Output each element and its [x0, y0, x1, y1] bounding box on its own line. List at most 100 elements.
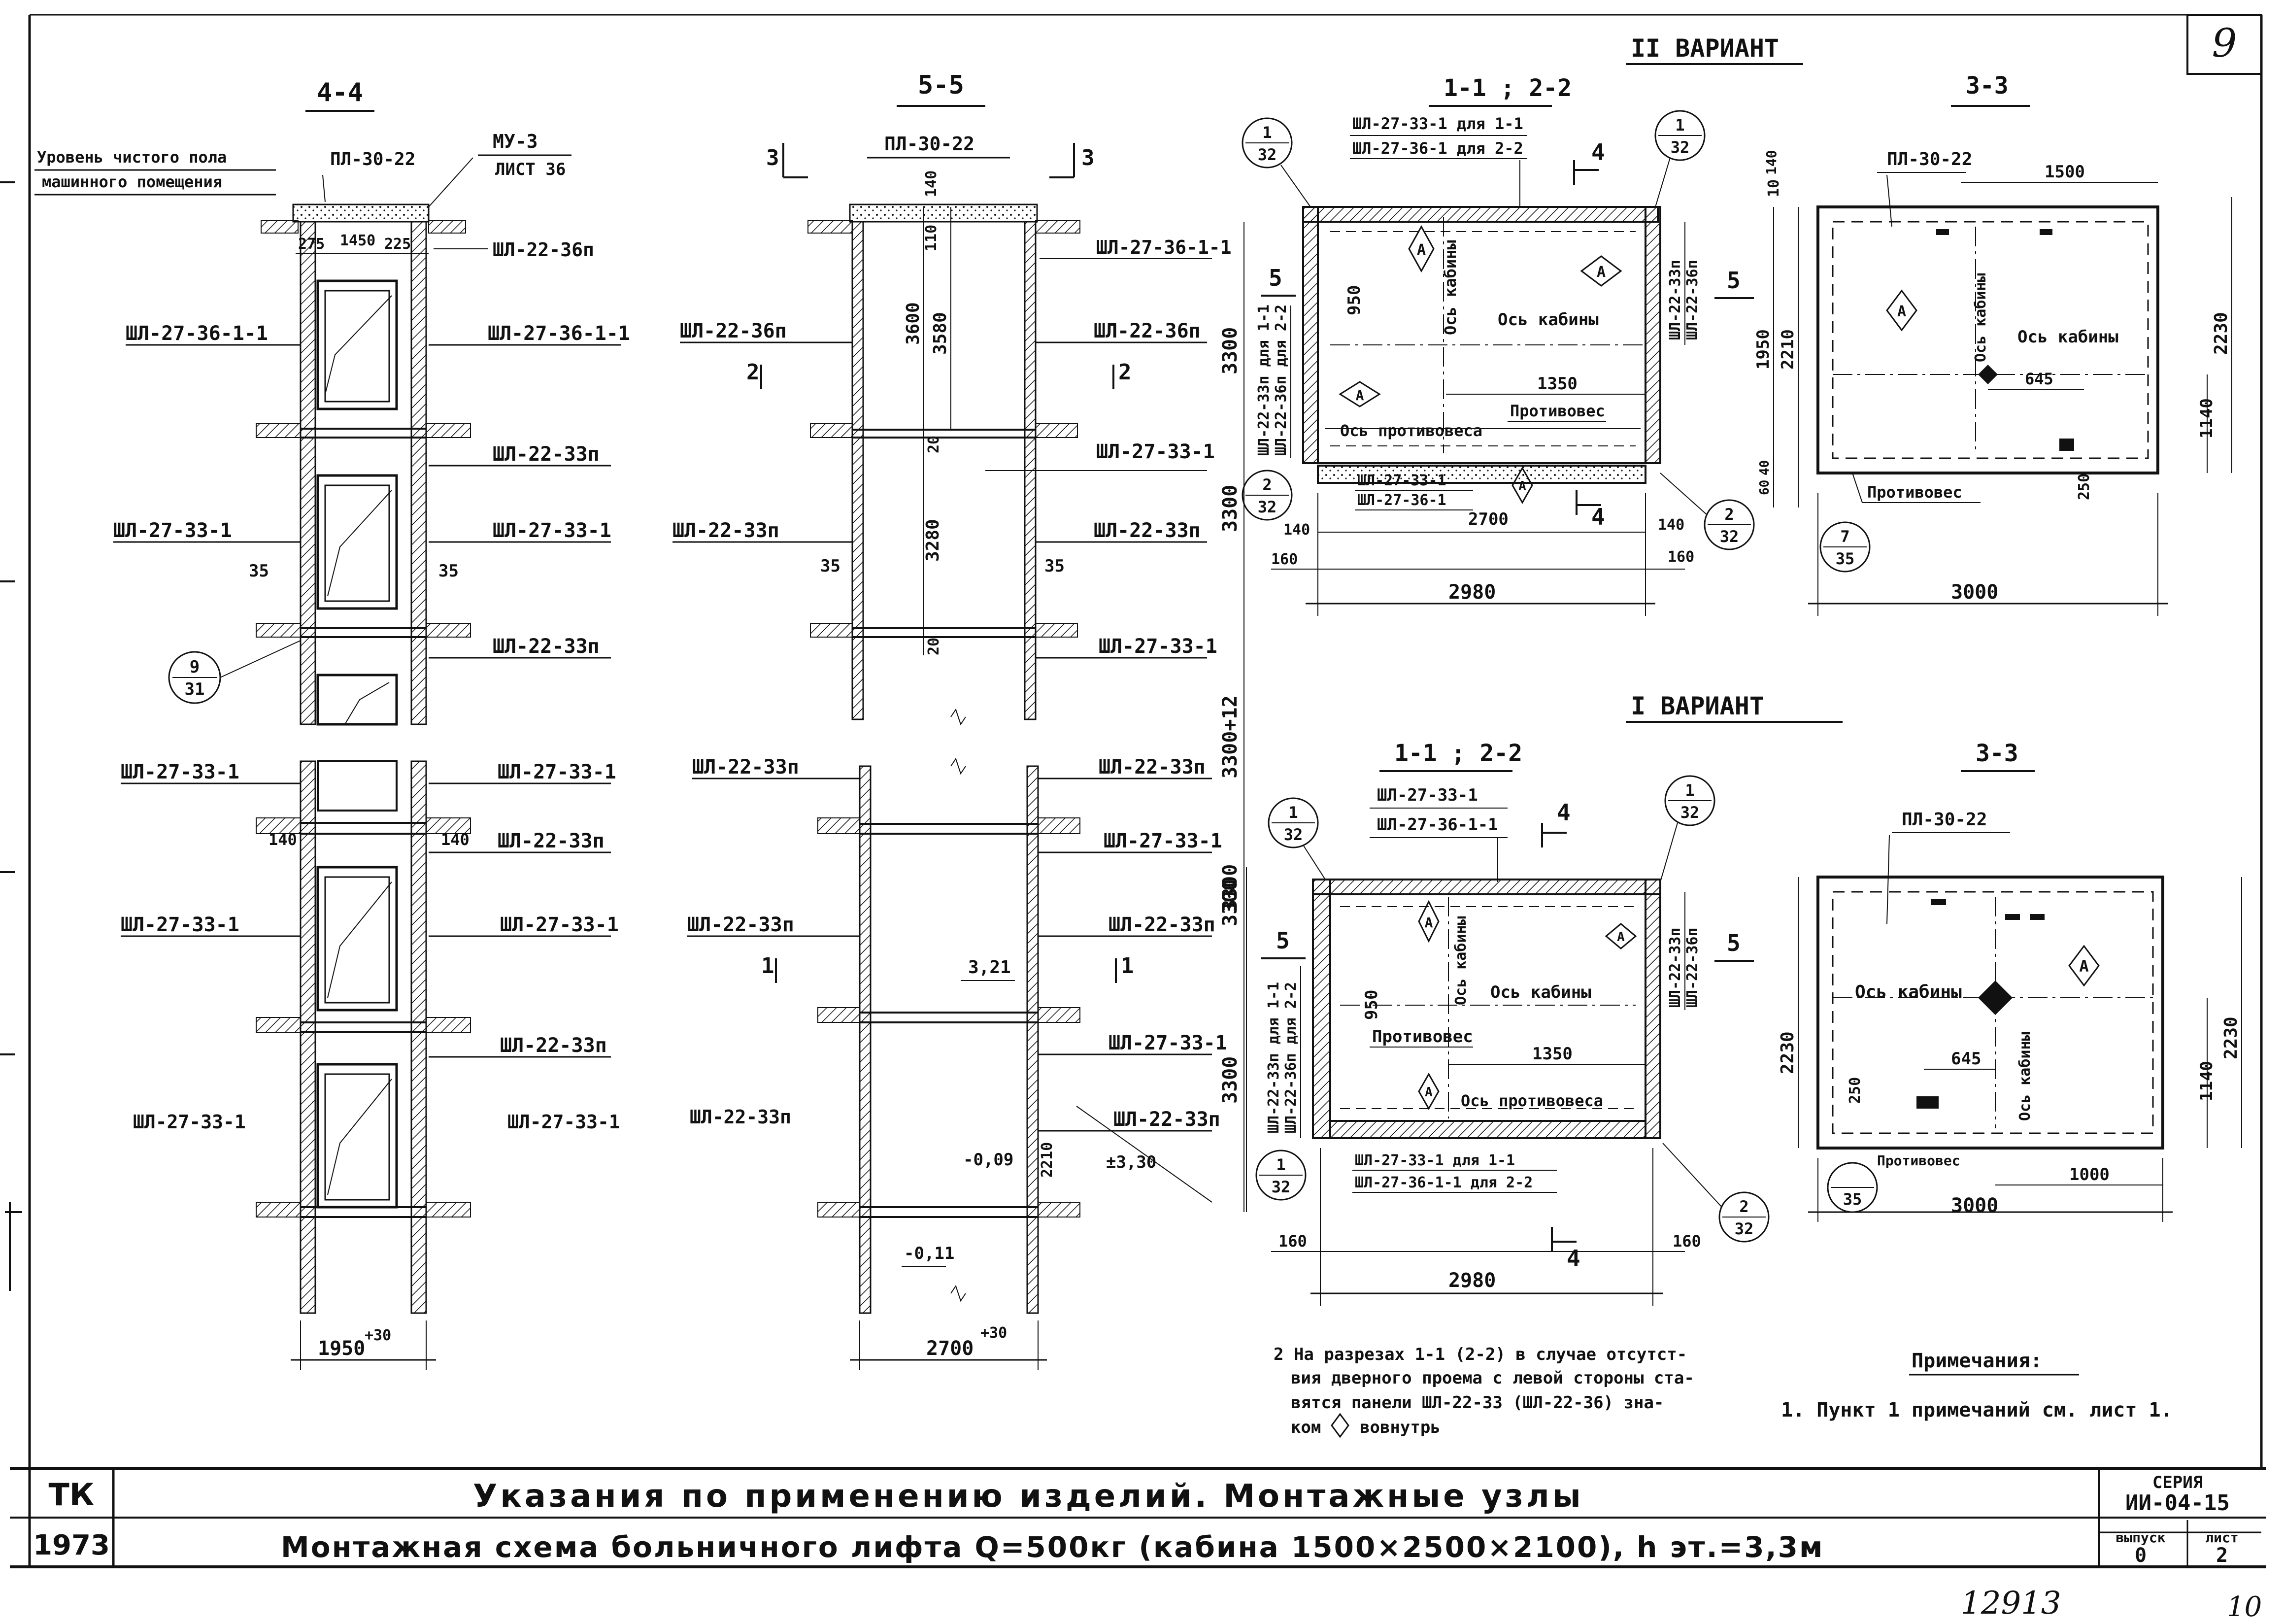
top-label-1: ШЛ-27-33-1 — [1377, 785, 1478, 805]
ref3-den: 32 — [1272, 1178, 1291, 1196]
section-4-4-title: 4-4 — [317, 78, 363, 107]
plan-v1-3-3: 3-3 ПЛ-30-22 А Ось кабины Ось кабины 645… — [1778, 740, 2242, 1222]
label-r3: ШЛ-22-33п — [1094, 519, 1201, 542]
dim-35-right: 35 — [438, 561, 459, 581]
mark-4-top: 4 — [1591, 139, 1605, 166]
cw-label: Противовес — [1867, 483, 1962, 502]
floor-level-label-2: машинного помещения — [42, 172, 222, 191]
label-l2: ШЛ-22-33п — [672, 519, 779, 542]
top-label-2: ШЛ-27-36-1-1 — [1377, 815, 1498, 835]
cab-axis-vert: Ось кабины — [1452, 916, 1470, 1005]
mark-1-right: 1 — [1121, 953, 1134, 979]
top-panel: ПЛ-30-22 — [1902, 810, 1987, 830]
marker-a-2: А — [1617, 930, 1625, 945]
series-label: СЕРИЯ — [2152, 1473, 2203, 1492]
note2-line4: ком — [1291, 1418, 1321, 1437]
dim-645: 645 — [1951, 1049, 1981, 1069]
dim-140-b: 140 — [1658, 516, 1684, 534]
dim-160-b: 160 — [1668, 548, 1694, 566]
vert-3300-b: 3300 — [1219, 485, 1242, 532]
label-l1: ШЛ-22-36п — [680, 320, 787, 342]
dim-2230-a: 2230 — [1778, 1031, 1798, 1074]
dim-140: 140 — [923, 170, 940, 197]
label-l4: ШЛ-22-33п — [687, 914, 794, 936]
cab-axis-horiz: Ось кабины — [1498, 310, 1599, 330]
dim-1350: 1350 — [1537, 374, 1578, 394]
label-p7-right: ШЛ-22-33п — [500, 1034, 607, 1057]
ref1-num: 1 — [1288, 803, 1298, 822]
dim-950: 950 — [1344, 285, 1364, 315]
mark-1-left: 1 — [761, 953, 774, 979]
label-r5: ШЛ-22-33п — [1099, 756, 1206, 778]
label-l3: ШЛ-22-33п — [692, 756, 799, 778]
label-r6: ШЛ-27-33-1 — [1104, 830, 1222, 852]
mu-label: МУ-3 — [493, 131, 538, 152]
level-3-30: ±3,30 — [1106, 1152, 1156, 1172]
marker-a-2: А — [1597, 264, 1606, 281]
label-r9: ШЛ-22-33п — [1113, 1108, 1220, 1131]
label-p2-right: ШЛ-22-33п — [493, 443, 600, 466]
bottom-label-1: ШЛ-27-33-1 для 1-1 — [1355, 1152, 1515, 1169]
title-line-2: Монтажная схема больничного лифта Q=500к… — [281, 1530, 1824, 1564]
dim-110: 110 — [923, 225, 940, 251]
ref3-num: 2 — [1262, 475, 1272, 494]
marker-a-1: А — [1417, 241, 1426, 259]
notes: 2 На разрезах 1-1 (2-2) в случае отсутст… — [1274, 1345, 2173, 1438]
section-4-4: 4-4 Уровень чистого пола машинного помещ… — [34, 78, 630, 1370]
label-p1-left: ШЛ-27-36-1-1 — [126, 322, 268, 345]
mark-4-bottom: 4 — [1567, 1245, 1580, 1272]
dim-2210: 2210 — [1039, 1142, 1056, 1178]
top-panel: ПЛ-30-22 — [1887, 149, 1972, 169]
dim-35-right: 35 — [1044, 556, 1065, 576]
ref1-den: 32 — [1258, 145, 1277, 164]
level-3-21: 3,21 — [968, 957, 1011, 978]
mark-5-right: 5 — [1727, 930, 1741, 956]
ref2-num: 1 — [1675, 116, 1684, 135]
dim-140-left: 140 — [269, 830, 297, 849]
label-p2-left: ШЛ-27-33-1 — [113, 519, 232, 542]
variant-1-title: I ВАРИАНТ — [1631, 692, 1764, 720]
dim-1950: 1950 — [1753, 329, 1773, 370]
dim-3000: 3000 — [1951, 1194, 1998, 1217]
vert-3300-d: 3300 — [1219, 879, 1242, 926]
note1: 1. Пункт 1 примечаний см. лист 1. — [1781, 1399, 2173, 1421]
label-p8-left: ШЛ-27-33-1 — [133, 1111, 246, 1133]
plan-v2-1-1: II ВАРИАНТ 1-1 ; 2-2 ШЛ-27-33-1 для 1-1 … — [1242, 34, 1803, 616]
title-line-1: Указания по применению изделий. Монтажны… — [473, 1478, 1584, 1515]
sheet-label: лист — [2205, 1529, 2238, 1546]
top-label-1: ШЛ-27-33-1 для 1-1 — [1352, 114, 1523, 133]
right-vert-1: ШЛ-22-33п — [1667, 260, 1684, 340]
label-p5-right: ШЛ-22-33п — [498, 830, 605, 852]
dim-35-left: 35 — [820, 556, 840, 576]
ref2-den: 32 — [1680, 803, 1700, 822]
dim-250: 250 — [2076, 474, 2093, 500]
dim-1350: 1350 — [1532, 1044, 1573, 1064]
top-label-2: ШЛ-27-36-1 для 2-2 — [1352, 139, 1523, 158]
label-p4-right: ШЛ-27-33-1 — [498, 761, 616, 783]
org: ТК — [49, 1477, 95, 1513]
plan-title: 3-3 — [1976, 740, 2018, 767]
label-p6-left: ШЛ-27-33-1 — [121, 914, 239, 936]
right-vert-2: ШЛ-22-36п — [1684, 260, 1701, 340]
dim-2230-b: 2230 — [2221, 1016, 2241, 1059]
note2-line2: вия дверного проема с левой стороны ста- — [1291, 1368, 1694, 1388]
dim-2980: 2980 — [1448, 581, 1496, 604]
ref4-den: 32 — [1735, 1219, 1754, 1238]
label-r4: ШЛ-27-33-1 — [1099, 635, 1217, 658]
top-panel: ПЛ-30-22 — [884, 133, 974, 155]
cw-label: Противовес — [1877, 1152, 1960, 1169]
left-vert-1: ШЛ-22-33п для 1-1 — [1265, 982, 1282, 1133]
dim-40: 40 — [1757, 460, 1772, 475]
mark-4-bottom: 4 — [1591, 504, 1605, 530]
dim-250: 250 — [1847, 1077, 1864, 1104]
section-5-5: 5-5 ПЛ-30-22 3 3 140 110 3600 3580 20 32… — [672, 70, 1244, 1370]
ref3-num: 1 — [1276, 1155, 1285, 1174]
dim-20a: 20 — [925, 436, 942, 453]
title-block: ТК 1973 Указания по применению изделий. … — [33, 1473, 2239, 1567]
marker-a: А — [1897, 303, 1906, 320]
vert-3300-a: 3300 — [1219, 327, 1242, 374]
ref-num: 9 — [190, 657, 200, 677]
marker-a-3: А — [1425, 1085, 1433, 1100]
dim-3300: 3300 — [1219, 864, 1242, 912]
dim-2210: 2210 — [1778, 329, 1798, 370]
